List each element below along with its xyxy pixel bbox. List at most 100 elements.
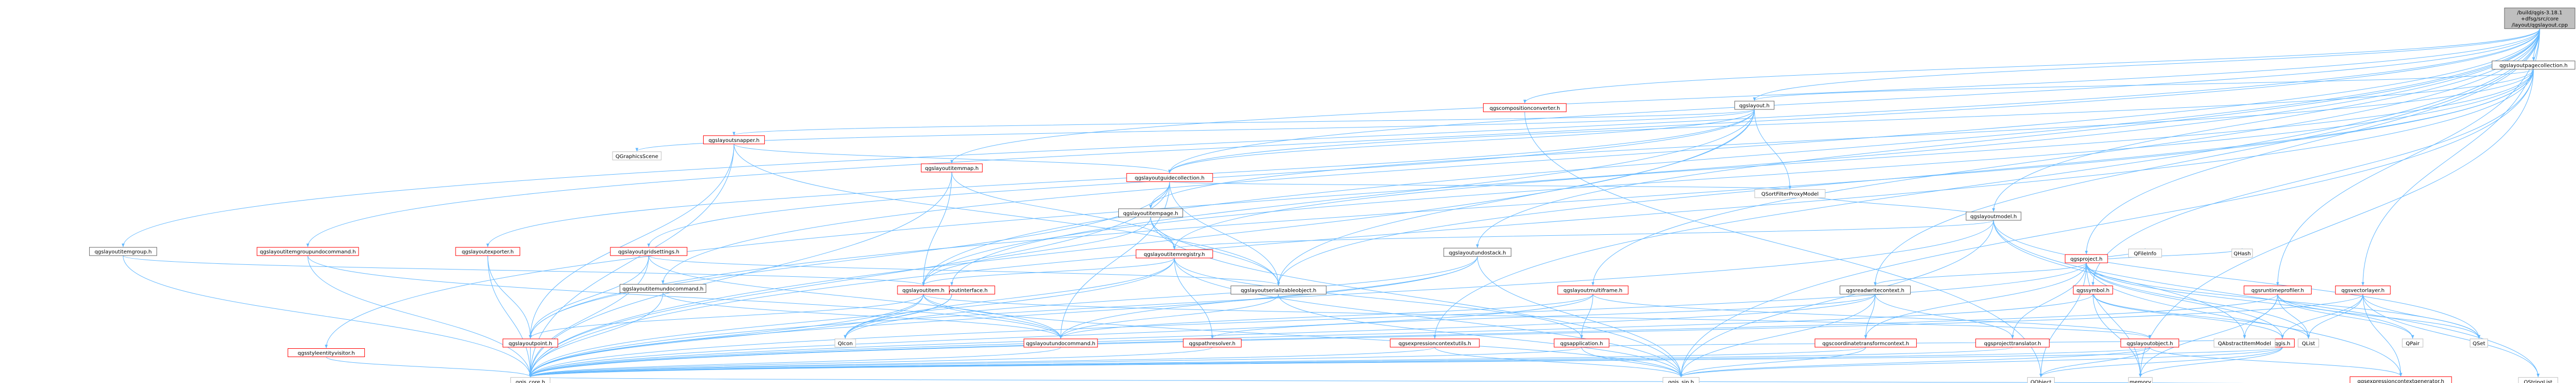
node-label: +dfsg/src/core [2521, 16, 2559, 22]
edge-model_h-to-QAbstractItemModel [1993, 220, 2246, 339]
graph-node-layoutpoint-h[interactable]: qgslayoutpoint.h [502, 338, 558, 348]
graph-node-exprgen-h[interactable]: qgsexpressioncontextgenerator.h [2350, 376, 2452, 383]
graph-node-undostack-h[interactable]: qgslayoutundostack.h [1443, 248, 1512, 257]
graph-node-vectorlayer-h[interactable]: qgsvectorlayer.h [2335, 286, 2391, 295]
edge-itempage_h-to-serializable_h [1150, 217, 1280, 286]
node-label: qgslayoutitempage.h [1123, 211, 1178, 217]
graph-node-QAbstractItemModel[interactable]: QAbstractItemModel [2213, 338, 2275, 348]
graph-node-layout-h[interactable]: qgslayout.h [1734, 101, 1775, 110]
graph-node-composition-h[interactable]: qgscompositionconverter.h [1483, 103, 1567, 112]
graph-node-serializable-h[interactable]: qgslayoutserializableobject.h [1230, 286, 1327, 295]
graph-node-QList[interactable]: QList [2298, 338, 2319, 348]
graph-node-undocommand-h[interactable]: qgslayoutitemundocommand.h [619, 284, 706, 293]
node-box [1230, 286, 1327, 295]
edge-item_h-to-undocommand2_h [923, 294, 1062, 339]
graph-node-snapper-h[interactable]: qgslayoutsnapper.h [703, 135, 765, 145]
graph-node-projecttranslator-h[interactable]: qgsprojecttranslator.h [1975, 338, 2050, 348]
graph-node-qgis-h[interactable]: qgis.h [2270, 338, 2295, 348]
edge-coordtransform_h-to-qgssip_h [1680, 347, 1866, 377]
node-label: qgsproject.h [2070, 257, 2102, 262]
node-box [510, 377, 550, 383]
node-label: qgslayoutgridsettings.h [618, 249, 679, 255]
graph-node-gridsettings-h[interactable]: qgslayoutgridsettings.h [610, 247, 688, 256]
graph-node-multiframe-h[interactable]: qgslayoutmultiframe.h [1557, 286, 1629, 295]
edge-root-to-profiler_h [2276, 29, 2540, 286]
edge-root-to-itemgroup_h [121, 29, 2540, 247]
node-box [455, 247, 520, 256]
edge-multiframe_h-to-layoutobject_h [1592, 294, 2152, 339]
node-box [1023, 338, 1098, 348]
graph-node-exporter-h[interactable]: qgslayoutexporter.h [455, 247, 520, 256]
edge-project_h-to-qgscore_h [529, 263, 2087, 377]
graph-node-item-h[interactable]: qgslayoutitem.h [897, 286, 950, 295]
node-box [1975, 338, 2050, 348]
graph-node-collection-h[interactable]: qgslayoutpagecollection.h [2492, 61, 2575, 70]
graph-node-root[interactable]: /build/qgis-3.18.1+dfsg/src/core/layout/… [2504, 7, 2575, 29]
graph-node-QIcon[interactable]: QIcon [834, 338, 856, 348]
edge-readwrite_h-to-projecttranslator_h [1875, 294, 2014, 339]
node-label: qgsmasterlayoutinterface.h [916, 288, 988, 294]
graph-node-itemmap-h[interactable]: qgslayoutitemmap.h [921, 163, 983, 173]
graph-node-memory[interactable]: memory [2128, 377, 2153, 383]
node-label: QSortFilterProxyModel [1761, 192, 1819, 197]
edge-exporter_h-to-qgscore_h [487, 256, 532, 377]
graph-node-QStringList[interactable]: QStringList [2518, 377, 2558, 383]
node-label: QPair [2406, 341, 2420, 347]
graph-node-QSortFilterProxyModel[interactable]: QSortFilterProxyModel [1754, 189, 1826, 198]
graph-node-itemgroup-h[interactable]: qgslayoutitemgroup.h [89, 247, 158, 256]
node-box [1966, 211, 2022, 221]
edge-itemmap_h-to-qgscore_h [529, 172, 952, 377]
node-box [619, 284, 706, 293]
node-box [1734, 101, 1775, 110]
node-box [1443, 248, 1512, 257]
edge-root-to-composition_h [1523, 29, 2540, 104]
graph-node-symbol-h[interactable]: qgssymbol.h [2073, 286, 2113, 295]
edge-coordtransform_h-to-qgscore_h [529, 347, 1866, 377]
edge-root-to-vectorlayer_h [2361, 29, 2540, 286]
graph-node-exprutils-h[interactable]: qgsexpressioncontextutils.h [1390, 338, 1480, 348]
node-box [2027, 377, 2055, 383]
graph-node-layoutobject-h[interactable]: qgslayoutobject.h [2120, 338, 2180, 348]
graph-node-readwrite-h[interactable]: qgsreadwritecontext.h [1840, 286, 1911, 295]
graph-node-QGraphicsScene[interactable]: QGraphicsScene [612, 151, 662, 161]
node-box [2518, 377, 2558, 383]
graph-node-pathresolver-h[interactable]: qgspathresolver.h [1183, 338, 1242, 348]
edge-undostack_h-to-qgssip_h [1477, 256, 1683, 377]
graph-node-qgssip-h[interactable]: qgis_sip.h [1662, 377, 1700, 383]
edge-itempage_h-to-qgssip_h [1150, 217, 1683, 377]
node-label: qgslayoutitemgroupundocommand.h [260, 249, 355, 255]
node-label: QSet [2473, 341, 2485, 347]
graph-node-QPair[interactable]: QPair [2402, 338, 2424, 348]
graph-node-undocommand2-h[interactable]: qgslayoutundocommand.h [1023, 338, 1098, 348]
graph-node-qgscore-h[interactable]: qgis_core.h [510, 377, 550, 383]
graph-node-groupundo-h[interactable]: qgslayoutitemgroupundocommand.h [257, 247, 359, 256]
edge-project_h-to-memory [2086, 263, 2142, 377]
node-label: qgssymbol.h [2076, 288, 2110, 294]
node-label: qgsvectorlayer.h [2341, 288, 2384, 294]
node-label: QIcon [838, 341, 853, 347]
graph-node-guide-h[interactable]: qgslayoutguidecollection.h [1126, 173, 1213, 182]
graph-node-registry-h[interactable]: qgslayoutitemregistry.h [1135, 249, 1213, 259]
node-label: qgslayoutserializableobject.h [1241, 288, 1316, 294]
graph-node-profiler-h[interactable]: qgsruntimeprofiler.h [2243, 286, 2312, 295]
edge-profiler_h-to-QList [2277, 294, 2310, 339]
node-label: QHash [2233, 251, 2251, 257]
edge-root-to-multiframe_h [1591, 29, 2540, 286]
edge-root-to-visitor_h [324, 29, 2540, 349]
graph-node-QHash[interactable]: QHash [2231, 248, 2253, 258]
graph-node-model-h[interactable]: qgslayoutmodel.h [1966, 211, 2022, 221]
graph-node-itempage-h[interactable]: qgslayoutitempage.h [1118, 208, 1184, 218]
edge-multiframe_h-to-qgscore_h [529, 294, 1593, 377]
edge-groupundo_h-to-qgscore_h [307, 256, 532, 377]
node-box [2492, 61, 2575, 70]
graph-node-application-h[interactable]: qgsapplication.h [1554, 338, 1610, 348]
graph-node-visitor-h[interactable]: qgsstyleentityvisitor.h [288, 348, 365, 357]
graph-node-QFileInfo[interactable]: QFileInfo [2128, 248, 2162, 258]
graph-node-QObject[interactable]: QObject [2027, 377, 2055, 383]
edge-qgis_h-to-memory [2139, 347, 2283, 377]
graph-node-coordtransform-h[interactable]: qgscoordinatetransformcontext.h [1814, 338, 1917, 348]
graph-node-QSet[interactable]: QSet [2470, 338, 2488, 348]
edge-undocommand_h-to-qgscore_h [529, 292, 663, 377]
graph-node-project-h[interactable]: qgsproject.h [2065, 254, 2108, 263]
edge-model_h-to-QSet [1993, 220, 2481, 339]
